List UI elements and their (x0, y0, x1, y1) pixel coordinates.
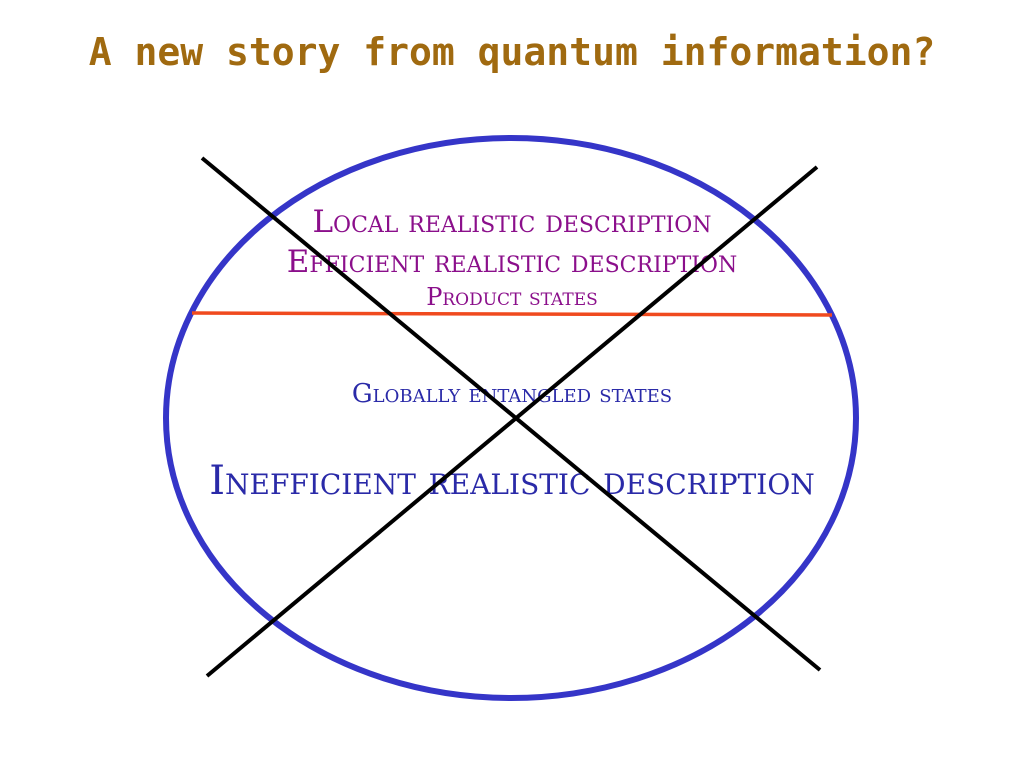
upper-region-line2: Efficient realistic description (287, 244, 737, 280)
lower-region-line2: Inefficient realistic description (209, 458, 815, 504)
lower-region-line1: Globally entangled states (352, 379, 672, 409)
cross-line-1 (200, 156, 822, 672)
region-divider-line (191, 311, 833, 317)
upper-region-line3: Product states (426, 283, 598, 311)
slide-title: A new story from quantum information? (88, 30, 936, 74)
outer-ellipse (163, 135, 859, 701)
cross-line-2 (205, 165, 819, 678)
upper-region-line1: Local realistic description (312, 204, 711, 240)
